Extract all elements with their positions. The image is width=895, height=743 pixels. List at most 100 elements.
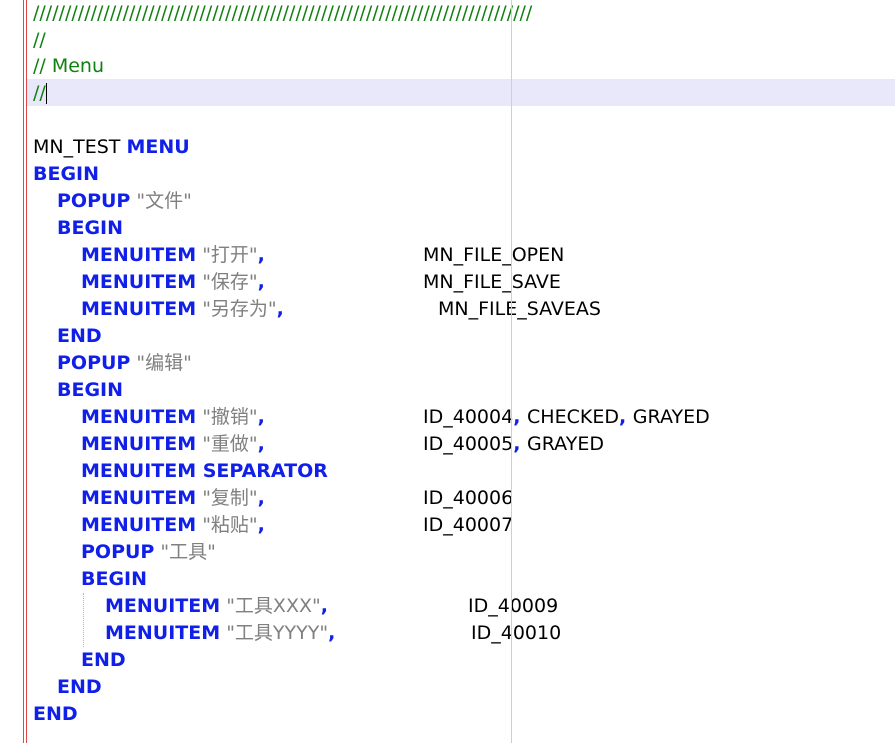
code-line-id[interactable]: ID_40010: [471, 620, 561, 647]
code-line[interactable]: MENUITEM "撤销",: [33, 404, 265, 431]
code-line[interactable]: BEGIN: [33, 215, 123, 242]
comma: ,: [320, 595, 328, 617]
code-line-id[interactable]: ID_40007: [423, 512, 513, 539]
menuitem-caption: "另存为": [202, 298, 277, 320]
comma: ,: [257, 514, 265, 536]
code-line-id[interactable]: ID_40009: [468, 593, 558, 620]
menu-name: MN_TEST: [33, 136, 121, 158]
code-line-current[interactable]: //: [33, 80, 47, 107]
code-line-id[interactable]: ID_40005, GRAYED: [423, 431, 604, 458]
menuitem-caption: "撤销": [202, 406, 258, 428]
code-line[interactable]: //: [33, 27, 46, 54]
comment-title: // Menu: [33, 55, 105, 77]
code-line[interactable]: MENUITEM "保存",: [33, 269, 265, 296]
menuitem-keyword: MENUITEM: [81, 271, 197, 293]
code-line[interactable]: MENUITEM "复制",: [33, 485, 265, 512]
menuitem-id: ID_40004: [423, 406, 514, 428]
column-guide-line: [511, 0, 512, 743]
menuitem-caption: "粘贴": [202, 514, 258, 536]
popup-caption: "工具": [160, 541, 216, 563]
comment-rule: ////////////////////////////////////////…: [33, 2, 533, 24]
menuitem-id: MN_FILE_OPEN: [423, 244, 565, 266]
indent-guide: [83, 593, 84, 647]
menuitem-caption: "打开": [202, 244, 258, 266]
code-line[interactable]: END: [33, 701, 78, 728]
menuitem-caption: "工具YYYY": [226, 622, 329, 644]
code-line[interactable]: MENUITEM "粘贴",: [33, 512, 265, 539]
menuitem-caption: "保存": [202, 271, 258, 293]
comma: ,: [276, 298, 284, 320]
code-line[interactable]: MENUITEM "工具YYYY",: [33, 620, 335, 647]
code-line[interactable]: POPUP "工具": [33, 539, 216, 566]
begin-keyword: BEGIN: [81, 568, 148, 590]
menuitem-keyword: MENUITEM: [81, 433, 197, 455]
popup-caption: "文件": [136, 190, 192, 212]
comma: ,: [513, 433, 528, 455]
comma: ,: [257, 433, 265, 455]
code-line[interactable]: BEGIN: [33, 161, 99, 188]
menuitem-keyword: MENUITEM: [81, 514, 197, 536]
comment: //: [33, 82, 46, 104]
code-line[interactable]: // Menu: [33, 53, 104, 80]
code-line-id[interactable]: MN_FILE_SAVEAS: [438, 296, 601, 323]
begin-keyword: BEGIN: [33, 163, 100, 185]
code-line[interactable]: MENUITEM SEPARATOR: [33, 458, 328, 485]
end-keyword: END: [33, 703, 78, 725]
comma: ,: [328, 622, 336, 644]
comment: //: [33, 29, 46, 51]
comma: ,: [257, 271, 265, 293]
code-line[interactable]: POPUP "编辑": [33, 350, 192, 377]
menuitem-id: MN_FILE_SAVEAS: [438, 298, 601, 320]
margin-line: [26, 0, 27, 743]
separator-keyword: MENUITEM SEPARATOR: [81, 460, 328, 482]
comma: ,: [257, 244, 265, 266]
code-line[interactable]: MENUITEM "重做",: [33, 431, 265, 458]
menuitem-flag: GRAYED: [527, 433, 604, 455]
menuitem-keyword: MENUITEM: [81, 298, 197, 320]
popup-keyword: POPUP: [57, 352, 131, 374]
menuitem-caption: "工具XXX": [226, 595, 321, 617]
code-line[interactable]: MENUITEM "另存为",: [33, 296, 284, 323]
comma: ,: [257, 487, 265, 509]
code-line-id[interactable]: MN_FILE_SAVE: [423, 269, 561, 296]
code-line-id[interactable]: ID_40004, CHECKED, GRAYED: [423, 404, 710, 431]
comma: ,: [513, 406, 528, 428]
end-keyword: END: [57, 676, 102, 698]
current-line-highlight: [27, 79, 895, 106]
menuitem-id: MN_FILE_SAVE: [423, 271, 561, 293]
menuitem-keyword: MENUITEM: [81, 487, 197, 509]
menuitem-id: ID_40009: [468, 595, 559, 617]
code-line[interactable]: MENUITEM "工具XXX",: [33, 593, 328, 620]
code-line[interactable]: MN_TEST MENU: [33, 134, 190, 161]
end-keyword: END: [81, 649, 126, 671]
code-line[interactable]: ////////////////////////////////////////…: [33, 0, 532, 27]
popup-keyword: POPUP: [57, 190, 131, 212]
menuitem-flag: GRAYED: [632, 406, 710, 428]
code-line[interactable]: POPUP "文件": [33, 188, 192, 215]
code-line[interactable]: END: [33, 647, 126, 674]
code-line[interactable]: BEGIN: [33, 377, 123, 404]
menuitem-caption: "重做": [202, 433, 258, 455]
menuitem-keyword: MENUITEM: [81, 406, 197, 428]
code-line[interactable]: END: [33, 323, 102, 350]
code-line-id[interactable]: MN_FILE_OPEN: [423, 242, 564, 269]
code-line-id[interactable]: ID_40006: [423, 485, 513, 512]
menuitem-caption: "复制": [202, 487, 258, 509]
popup-keyword: POPUP: [81, 541, 155, 563]
menuitem-keyword: MENUITEM: [81, 244, 197, 266]
menuitem-id: ID_40006: [423, 487, 514, 509]
code-line[interactable]: BEGIN: [33, 566, 147, 593]
menuitem-keyword: MENUITEM: [105, 595, 221, 617]
text-caret: [45, 83, 47, 104]
comma: ,: [257, 406, 265, 428]
code-line[interactable]: END: [33, 674, 102, 701]
end-keyword: END: [57, 325, 102, 347]
comma: ,: [618, 406, 633, 428]
menuitem-id: ID_40007: [423, 514, 514, 536]
begin-keyword: BEGIN: [57, 379, 124, 401]
code-line[interactable]: MENUITEM "打开",: [33, 242, 265, 269]
margin-line: [23, 0, 24, 743]
menuitem-id: ID_40010: [471, 622, 562, 644]
menuitem-flag: CHECKED: [527, 406, 619, 428]
